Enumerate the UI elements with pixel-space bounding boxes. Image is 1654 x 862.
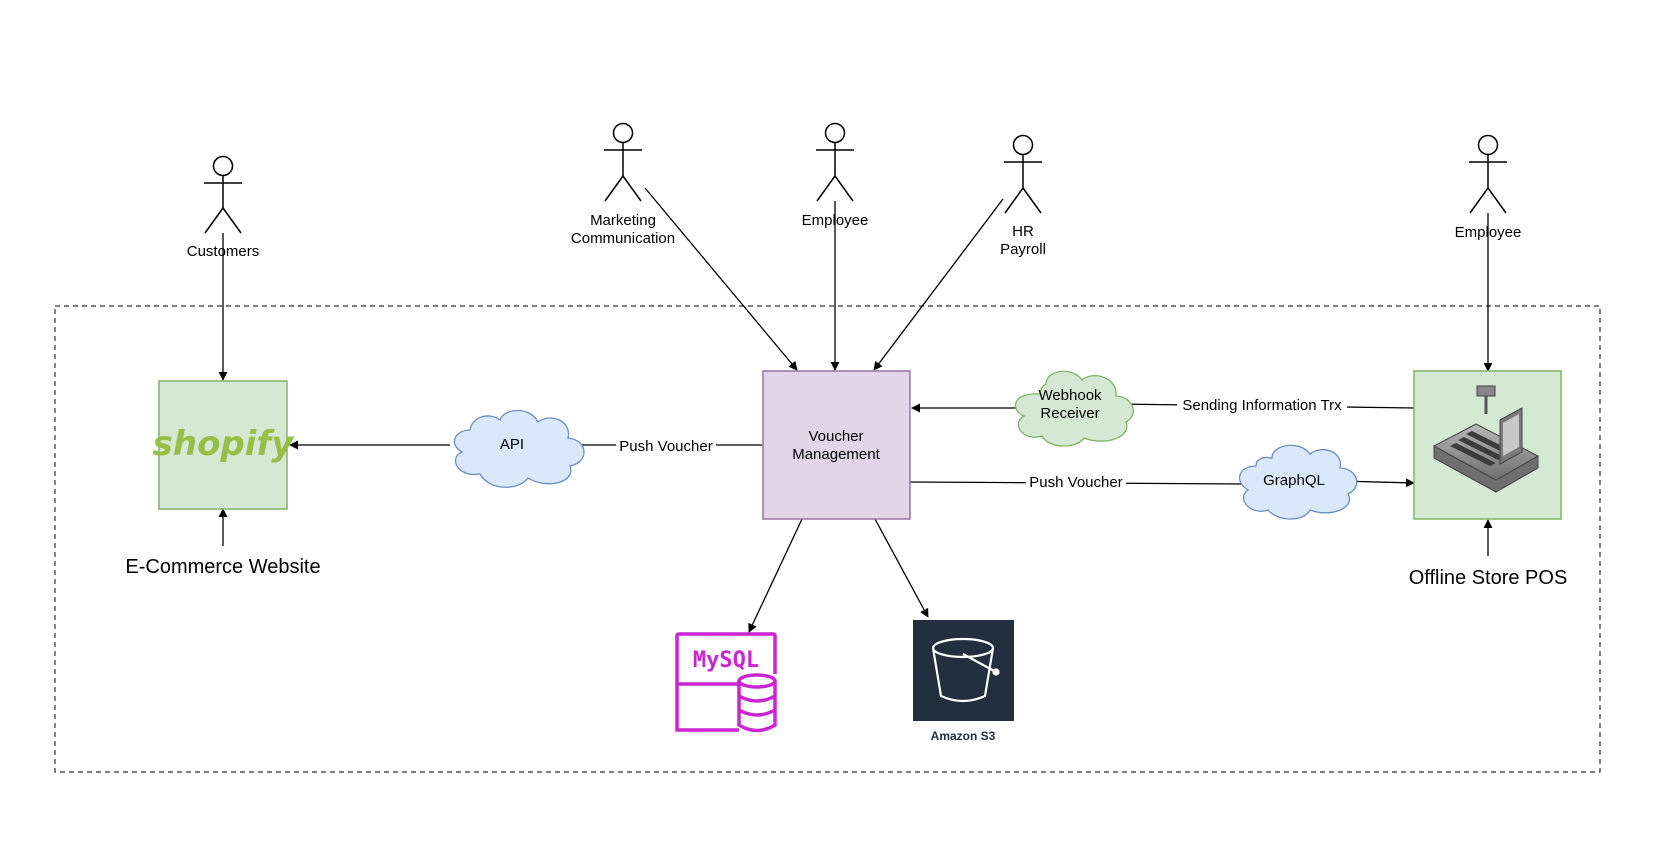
actor-label-hr: HR xyxy=(1012,223,1034,240)
stick-figure-icon xyxy=(204,155,242,234)
s3-bucket-icon xyxy=(931,637,1000,703)
actor-label-marketing-1: Marketing xyxy=(590,212,656,229)
actor-marketing: Marketing Communication xyxy=(571,122,675,247)
cloud-icon xyxy=(453,409,585,488)
mysql-database-icon xyxy=(675,632,777,733)
actor-label-marketing-2: Communication xyxy=(571,230,675,247)
offline-store-pos-label: Offline Store POS xyxy=(1409,567,1568,589)
stick-figure-icon xyxy=(604,122,642,202)
actor-hr-payroll: HR Payroll xyxy=(1000,134,1046,258)
api-label: API xyxy=(500,436,524,453)
mysql-node[interactable]: MySQL xyxy=(675,632,777,733)
voucher-label-1: Voucher xyxy=(808,428,863,445)
edge-label-text: Push Voucher xyxy=(1029,474,1122,491)
shopify-node[interactable]: shopify xyxy=(153,380,296,510)
actor-label-payroll: Payroll xyxy=(1000,241,1046,258)
webhook-receiver-cloud[interactable]: Webhook Receiver xyxy=(1014,370,1134,447)
edge-hr-to-voucher xyxy=(873,198,1004,371)
graphql-label: GraphQL xyxy=(1263,472,1325,489)
system-boundary xyxy=(54,305,1601,773)
edge-voucher-to-mysql xyxy=(748,518,803,633)
mysql-logo-text: MySQL xyxy=(693,648,759,673)
edge-label-text: Sending Information Trx xyxy=(1182,397,1342,414)
s3-label: Amazon S3 xyxy=(931,729,996,743)
shopify-logo: shopify xyxy=(153,424,296,464)
stick-figure-icon xyxy=(1004,134,1042,214)
webhook-label-2: Receiver xyxy=(1040,405,1099,422)
edge-marketing-to-voucher xyxy=(644,187,798,371)
voucher-management-node[interactable]: Voucher Management xyxy=(762,370,911,520)
edge-label-sending-info: Sending Information Trx xyxy=(1177,396,1347,414)
api-cloud[interactable]: API xyxy=(453,409,585,488)
webhook-label-1: Webhook xyxy=(1038,387,1102,404)
graphql-cloud[interactable]: GraphQL xyxy=(1238,444,1358,520)
ecommerce-website-label: E-Commerce Website xyxy=(125,556,320,578)
edge-label-push-voucher-left: Push Voucher xyxy=(616,436,716,455)
edge-label-text: Push Voucher xyxy=(619,438,712,455)
cash-register-icon xyxy=(1432,385,1540,493)
cloud-icon xyxy=(1238,444,1358,520)
stick-figure-icon xyxy=(1469,134,1507,214)
stick-figure-icon xyxy=(816,122,854,202)
voucher-label-2: Management xyxy=(792,446,880,463)
cloud-icon xyxy=(1014,370,1134,447)
edge-label-push-voucher-right: Push Voucher xyxy=(1026,473,1126,491)
s3-node[interactable]: Amazon S3 xyxy=(913,620,1014,743)
edge-voucher-to-s3 xyxy=(874,518,929,618)
offline-pos-node[interactable] xyxy=(1413,370,1562,520)
